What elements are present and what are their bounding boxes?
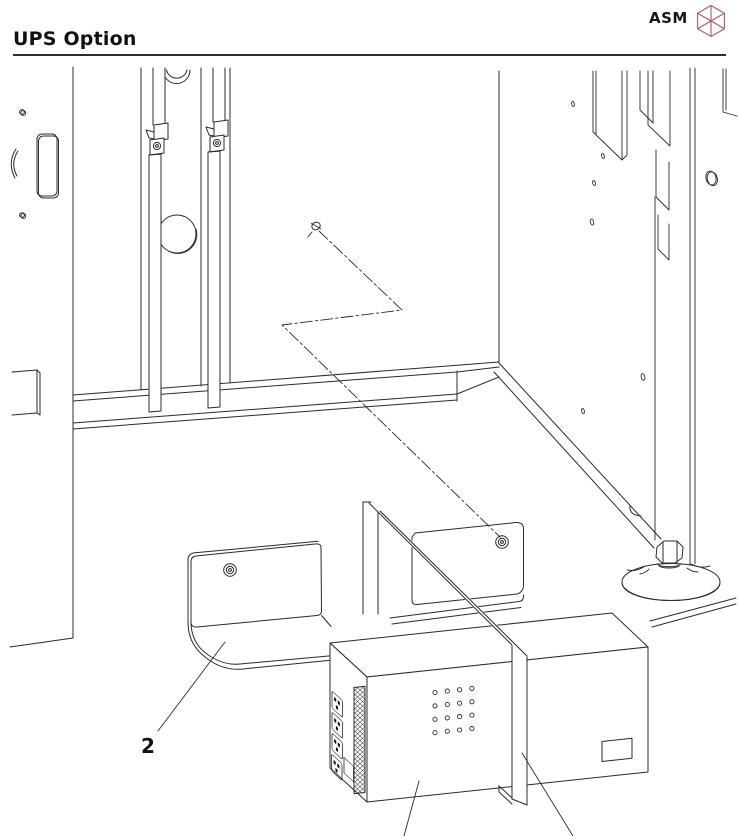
hexagon-cube-icon [697,4,725,38]
ups-side-plate [343,756,354,783]
ups-power-outlets [331,691,354,783]
retaining-strap [362,501,528,806]
brand-text: ASM [649,9,688,27]
mounting-screw [307,221,321,238]
wall-slot-holes [571,101,646,414]
foot-nut [655,540,684,564]
frame-post [654,67,696,567]
wall-corner-bracket [722,68,738,117]
wall-hole-small-1 [19,109,25,115]
callout-leaders [157,641,574,836]
strap-end-tab [498,785,513,805]
ups-label-plate [601,737,633,762]
wall-oval-hole [705,170,718,187]
mounting-belt-right [205,67,229,409]
ups-bracket-left [187,540,335,670]
leader-line-strap [521,752,574,836]
mounting-belt-left [145,67,169,413]
floor-front-edge [649,597,737,628]
ups-front-face [366,646,649,803]
ups-unit [329,612,649,803]
mounting-centerline [281,221,501,538]
leader-line-bracket [157,641,226,732]
page-title: UPS Option [13,28,137,50]
ups-vent-grille [353,685,366,795]
header-rule [13,54,726,56]
floor-rails-back [72,361,500,430]
left-wall-cutout [11,369,41,416]
left-wall-handle [36,133,59,199]
ups-bracket-right [389,521,525,625]
wall-hole-small-2 [19,212,25,218]
wall-hole-middle [157,214,198,254]
floor-rail-right [493,362,662,549]
bracket-screw-right [495,535,509,549]
bracket-screw-left [223,563,237,577]
ups-vent-holes [432,685,475,736]
leader-line-ups [403,780,420,836]
callout-2-label: 2 [141,734,155,758]
cabinet-right-wall [571,67,738,567]
cabinet-left-wall [9,66,74,648]
cabinet-back-wall [72,67,500,430]
wall-hole-top [162,69,191,84]
leveling-foot [621,540,721,601]
